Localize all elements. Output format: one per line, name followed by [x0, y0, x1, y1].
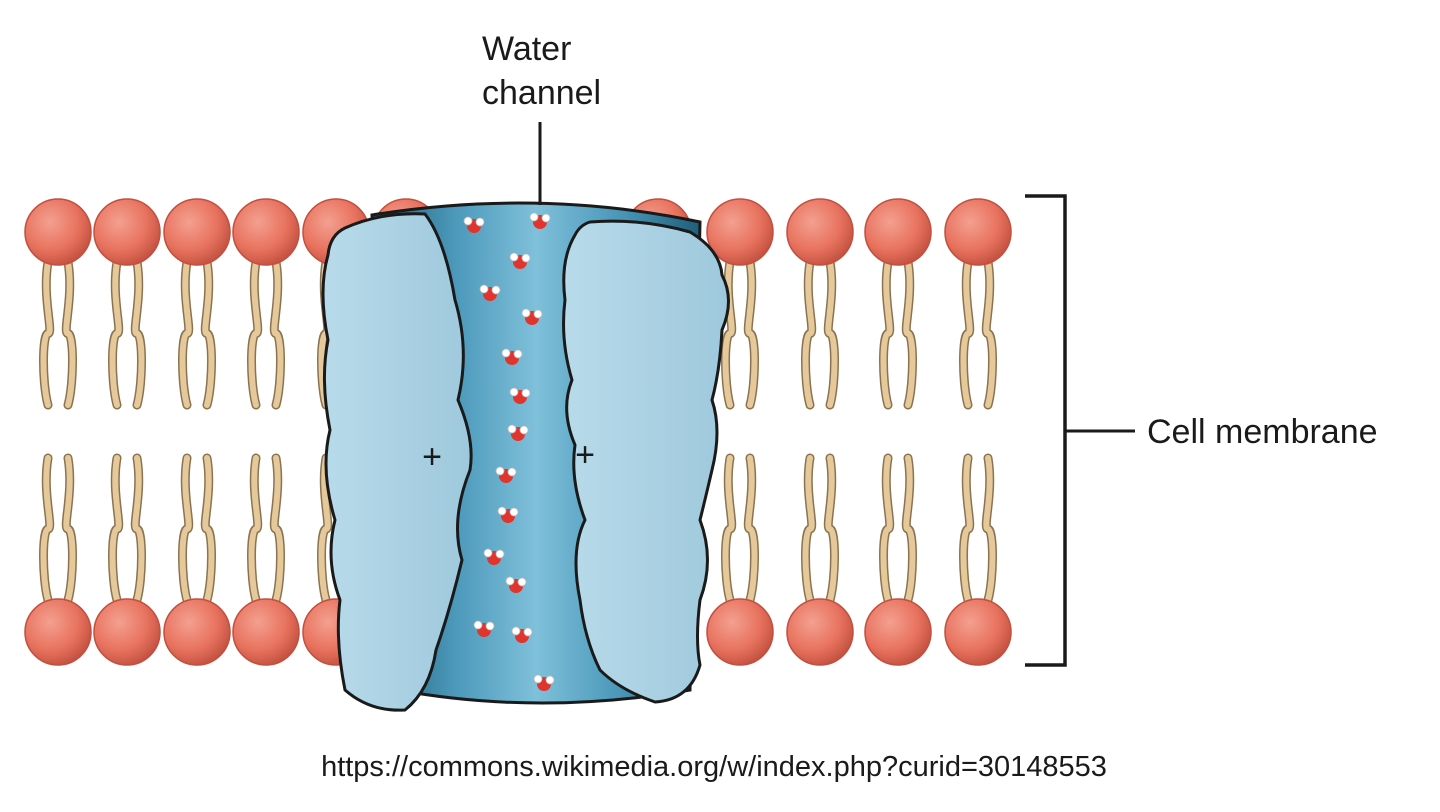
lipid-tail — [63, 455, 76, 603]
cell-membrane-callout: Cell membrane — [1025, 194, 1378, 667]
water-molecule — [483, 548, 505, 565]
phospholipid — [163, 453, 231, 666]
water-molecule — [509, 252, 531, 269]
lipid-tail — [109, 259, 122, 408]
lipid-tail — [179, 455, 192, 603]
phospholipid-head — [864, 198, 932, 266]
lipid-tail — [983, 259, 996, 408]
lipid-tail — [271, 455, 284, 603]
phospholipid — [944, 453, 1012, 666]
water-channel-callout: Water channel — [482, 30, 601, 205]
phospholipid — [864, 198, 932, 410]
lipid-tail — [271, 259, 284, 408]
phospholipid-head — [163, 598, 231, 666]
phospholipid — [786, 198, 854, 410]
lipid-tail — [202, 259, 215, 408]
water-molecule — [511, 626, 533, 643]
phospholipid-head — [93, 598, 161, 666]
cell-membrane-label: Cell membrane — [1147, 413, 1378, 451]
lipid-tail — [745, 455, 758, 603]
channel-protein-right-half — [562, 219, 730, 704]
water-molecule — [505, 576, 527, 593]
phospholipid — [24, 198, 92, 410]
lipid-tail — [903, 259, 916, 408]
water-channel-label-line2: channel — [482, 74, 601, 112]
lipid-tail — [248, 259, 261, 408]
phospholipid-head — [706, 198, 774, 266]
lipid-tail — [903, 455, 916, 603]
phospholipid-head — [944, 198, 1012, 266]
water-molecule — [501, 348, 523, 365]
water-molecule — [509, 387, 531, 404]
lipid-tail — [880, 455, 893, 603]
water-molecule — [495, 466, 517, 483]
phospholipid — [163, 198, 231, 410]
lipid-tail — [40, 259, 53, 408]
lipid-tail — [318, 455, 331, 603]
lipid-tail — [745, 259, 758, 408]
phospholipid-head — [163, 198, 231, 266]
lipid-tail — [825, 455, 838, 603]
lipid-tail — [202, 455, 215, 603]
phospholipid-head — [24, 198, 92, 266]
water-molecule — [521, 308, 543, 325]
phospholipid-head — [24, 598, 92, 666]
phospholipid — [786, 453, 854, 666]
lipid-tail — [248, 455, 261, 603]
phospholipid-head — [232, 598, 300, 666]
lipid-tail — [983, 455, 996, 603]
lipid-tail — [960, 455, 973, 603]
phospholipid-head — [944, 598, 1012, 666]
phospholipid — [93, 198, 161, 410]
lipid-tail — [960, 259, 973, 408]
water-molecule — [533, 674, 555, 691]
phospholipid — [944, 198, 1012, 410]
phospholipid-head — [786, 598, 854, 666]
lipid-tail — [109, 455, 122, 603]
phospholipid-head — [864, 598, 932, 666]
channel-protein-left-half — [321, 212, 473, 712]
lipid-tail — [722, 455, 735, 603]
lipid-tail — [880, 259, 893, 408]
water-molecule — [497, 506, 519, 523]
water-molecule — [479, 284, 501, 301]
phospholipid — [24, 453, 92, 666]
lipid-tail — [825, 259, 838, 408]
lipid-tail — [802, 259, 815, 408]
lipid-tail — [40, 455, 53, 603]
phospholipid — [706, 453, 774, 666]
water-molecule — [473, 620, 495, 637]
phospholipid-head — [93, 198, 161, 266]
phospholipid — [864, 453, 932, 666]
water-channel-protein: + + — [321, 201, 730, 712]
water-channel-label-line1: Water — [482, 30, 571, 68]
lipid-tail — [132, 259, 145, 408]
lipid-tail — [179, 259, 192, 408]
cell-membrane-bracket — [1025, 194, 1067, 667]
phospholipid-head — [706, 598, 774, 666]
phospholipid — [232, 453, 300, 666]
lipid-tail — [802, 455, 815, 603]
water-molecules — [463, 212, 555, 691]
water-molecule — [529, 212, 551, 229]
phospholipid — [232, 198, 300, 410]
phospholipid — [93, 453, 161, 666]
lipid-tail — [63, 259, 76, 408]
plus-sign-left: + — [422, 438, 442, 476]
water-molecule — [507, 424, 529, 441]
phospholipid-head — [786, 198, 854, 266]
source-url-caption: https://commons.wikimedia.org/w/index.ph… — [321, 751, 1107, 783]
lipid-tail — [132, 455, 145, 603]
water-molecule — [463, 216, 485, 233]
plus-sign-right: + — [575, 436, 595, 474]
phospholipid-head — [232, 198, 300, 266]
